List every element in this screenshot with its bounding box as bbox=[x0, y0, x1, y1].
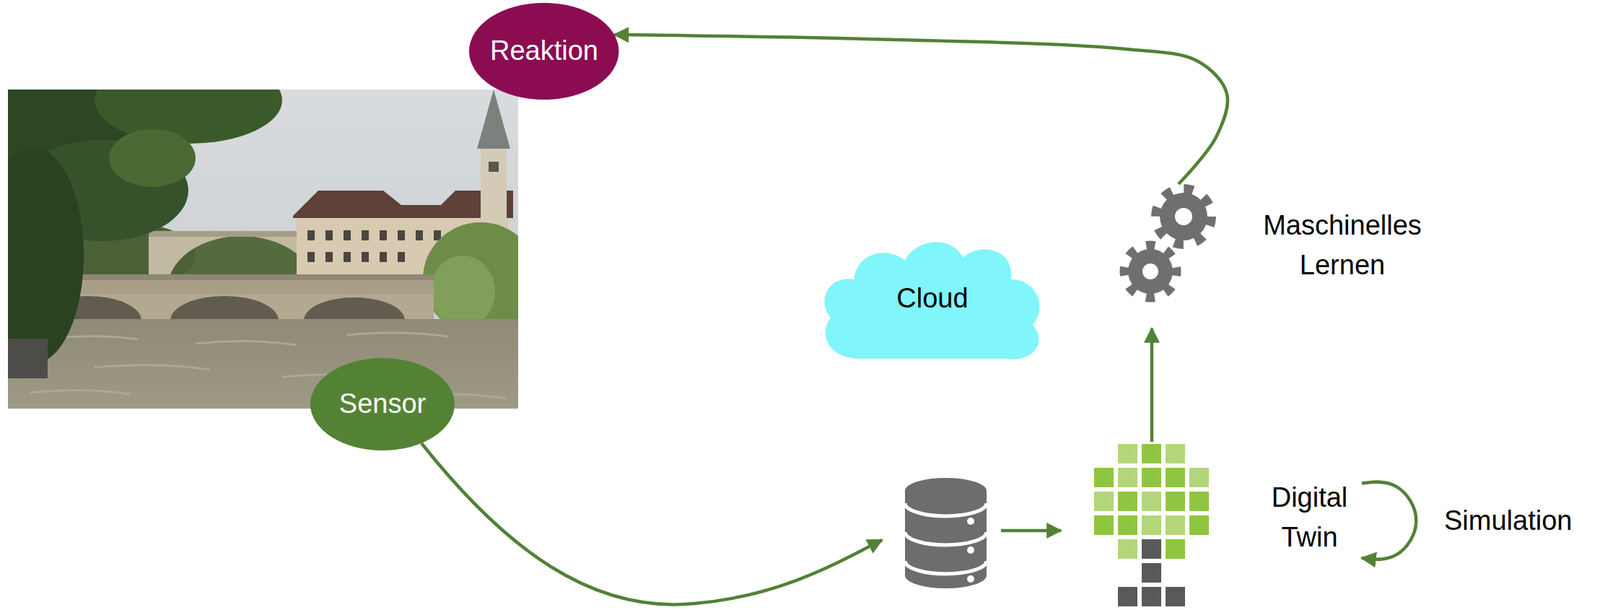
edge-label-box: Simulation bbox=[1441, 500, 1575, 541]
river-photo-part-part bbox=[343, 230, 351, 241]
node-text: Reaktion bbox=[490, 31, 599, 71]
cloud-fill bbox=[824, 242, 1040, 360]
river-photo-part bbox=[293, 190, 514, 218]
flow-arrow bbox=[421, 443, 882, 605]
database-icon-part bbox=[967, 546, 975, 554]
flow-connector bbox=[1361, 482, 1416, 560]
river-photo-part-part bbox=[361, 230, 369, 241]
node-text: Maschinelles Lernen bbox=[1241, 205, 1444, 286]
database-icon-part bbox=[967, 575, 975, 583]
river-photo-part-part bbox=[307, 251, 315, 262]
database-icon bbox=[905, 477, 987, 589]
river-photo bbox=[7, 89, 519, 409]
twin-icon-part bbox=[1165, 491, 1186, 511]
twin-icon-part bbox=[1165, 515, 1186, 535]
database-icon-part bbox=[905, 477, 987, 504]
river-photo-part bbox=[33, 295, 405, 321]
twin-icon-part bbox=[1094, 491, 1114, 511]
ellipse-fill bbox=[469, 2, 619, 100]
twin-icon-part bbox=[1117, 515, 1138, 535]
twin-icon-part bbox=[1189, 515, 1209, 535]
river-photo-part bbox=[108, 129, 196, 187]
twin-icon-part bbox=[1141, 467, 1162, 488]
twin-icon-part bbox=[1141, 515, 1162, 535]
gears-icon-part bbox=[1156, 189, 1212, 244]
edge-label: Simulation bbox=[1444, 500, 1572, 541]
twin-icon-part bbox=[1094, 515, 1114, 535]
twin-icon-part bbox=[1141, 562, 1162, 583]
twin-icon bbox=[1094, 443, 1209, 607]
river-photo-part bbox=[430, 255, 496, 328]
flow-connector bbox=[614, 34, 1228, 185]
river-photo-part-part bbox=[347, 332, 449, 337]
river-photo-part-part bbox=[361, 251, 369, 262]
gears-icon-part bbox=[1159, 192, 1208, 241]
flow-arrow bbox=[1000, 529, 1061, 533]
river-photo-part bbox=[480, 147, 507, 227]
reaction-ellipse: Reaktion bbox=[469, 2, 619, 100]
twin-icon-part bbox=[1165, 539, 1186, 559]
twin-icon-part bbox=[1165, 467, 1186, 488]
twin-icon-part bbox=[1165, 586, 1186, 607]
river-photo-part bbox=[477, 89, 511, 149]
twin-icon-part bbox=[1141, 491, 1162, 511]
river-photo-part-part bbox=[303, 297, 405, 321]
river-photo-part-part bbox=[170, 295, 279, 321]
river-photo-part-part bbox=[94, 365, 211, 370]
gears-icon bbox=[1124, 189, 1212, 298]
twin-icon-part bbox=[1189, 491, 1209, 511]
twin-icon-part bbox=[1141, 443, 1162, 464]
flow-connector bbox=[1150, 328, 1154, 442]
river-photo-part-part bbox=[415, 230, 423, 241]
river-photo-part bbox=[7, 147, 84, 364]
database-icon-part bbox=[905, 503, 987, 517]
river-photo-part-part bbox=[195, 340, 297, 345]
twin-icon-part bbox=[1117, 539, 1138, 559]
twin-icon-part bbox=[1141, 586, 1162, 607]
river-photo-part-part bbox=[397, 230, 405, 241]
sensor-ellipse: Sensor bbox=[310, 357, 455, 451]
ellipse-fill bbox=[310, 357, 455, 451]
twin-icon-part bbox=[1189, 467, 1209, 488]
cloud-shape: Cloud bbox=[816, 232, 1049, 365]
node-text: Digital Twin bbox=[1257, 477, 1362, 558]
twin-node: Digital Twin bbox=[1089, 441, 1362, 608]
gears-icon-part bbox=[1142, 263, 1159, 280]
twin-icon-part bbox=[1117, 491, 1138, 511]
river-photo-part-part bbox=[307, 230, 315, 241]
river-photo-part-part bbox=[325, 251, 333, 262]
river-photo-part-part bbox=[325, 230, 333, 241]
node-text: Sensor bbox=[339, 383, 426, 424]
river-photo-part bbox=[422, 222, 519, 335]
database-icon-part bbox=[905, 531, 987, 545]
gears-icon-part bbox=[1128, 248, 1173, 294]
twin-icon-part bbox=[1117, 586, 1138, 607]
river-photo-part bbox=[7, 338, 48, 379]
ml-node: Maschinelles Lernen bbox=[1118, 184, 1445, 329]
gears-icon-part bbox=[1124, 245, 1177, 298]
river-photo-part-part bbox=[397, 251, 405, 262]
node-text: Cloud bbox=[896, 278, 968, 319]
twin-icon-part bbox=[1094, 467, 1114, 488]
twin-icon-part bbox=[1117, 443, 1138, 464]
database-icon-part bbox=[967, 517, 975, 525]
twin-icon-part bbox=[1117, 467, 1138, 488]
river-photo-part-part bbox=[379, 230, 387, 241]
gears-icon-part bbox=[1174, 207, 1193, 226]
twin-icon-part bbox=[1141, 539, 1162, 559]
river-photo-part-part bbox=[343, 251, 351, 262]
river-photo-part bbox=[94, 89, 283, 144]
database-icon-part bbox=[905, 560, 987, 574]
river-photo-part bbox=[307, 230, 441, 262]
river-photo-part bbox=[488, 161, 499, 172]
river-photo-part-part bbox=[379, 251, 387, 262]
twin-icon-part bbox=[1165, 443, 1186, 464]
river-photo-part-part bbox=[29, 389, 131, 395]
